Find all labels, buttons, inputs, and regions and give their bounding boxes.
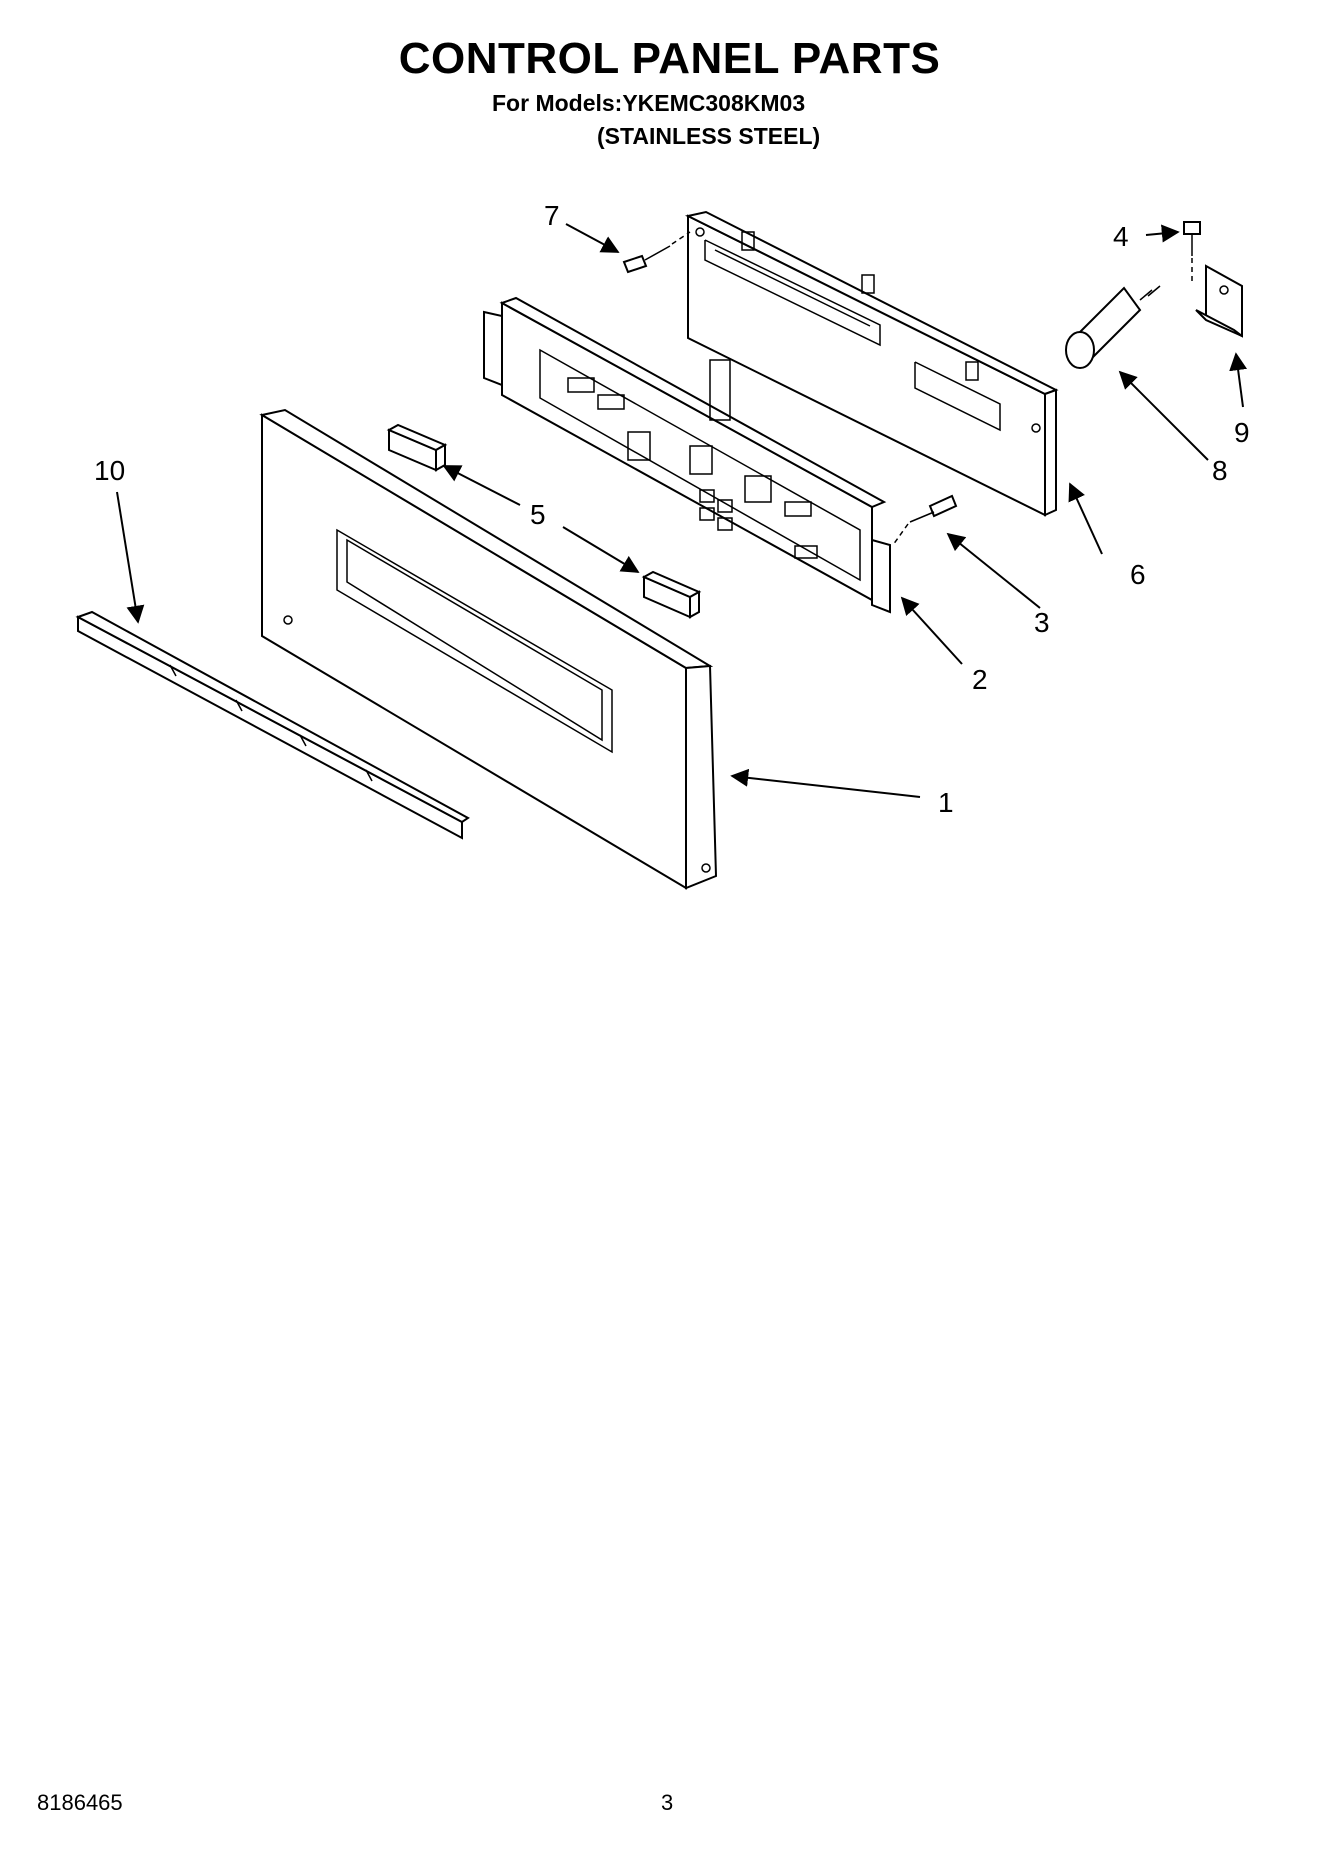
part-6-control-housing (685, 210, 1059, 517)
callout-7: 7 (544, 200, 560, 231)
part-4-screw (1183, 221, 1201, 284)
page-title: CONTROL PANEL PARTS (398, 34, 941, 83)
callout-5: 5 (530, 499, 546, 530)
callout-8: 8 (1212, 455, 1228, 486)
document-number: 8186465 (37, 1790, 123, 1815)
models-line: For Models:YKEMC308KM03 (492, 90, 806, 116)
part-7-screw (622, 231, 691, 274)
callout-6: 6 (1130, 559, 1146, 590)
callout-1: 1 (938, 787, 954, 818)
part-10-trim-strip (75, 610, 470, 840)
callout-2: 2 (972, 664, 988, 695)
part-1-trim-frame (259, 408, 718, 890)
part-9-bracket (1195, 264, 1243, 338)
callout-9: 9 (1234, 417, 1250, 448)
part-2-control-console (483, 296, 891, 614)
callout-4: 4 (1113, 221, 1129, 252)
part-8-plug (1065, 285, 1161, 369)
callout-10: 10 (94, 455, 125, 486)
callout-3: 3 (1034, 607, 1050, 638)
part-3-screw (892, 494, 958, 546)
part-5-spacers (386, 423, 702, 619)
finish-line: (STAINLESS STEEL) (597, 123, 821, 149)
leader-lines (116, 223, 1248, 798)
page-number: 3 (661, 1790, 674, 1815)
